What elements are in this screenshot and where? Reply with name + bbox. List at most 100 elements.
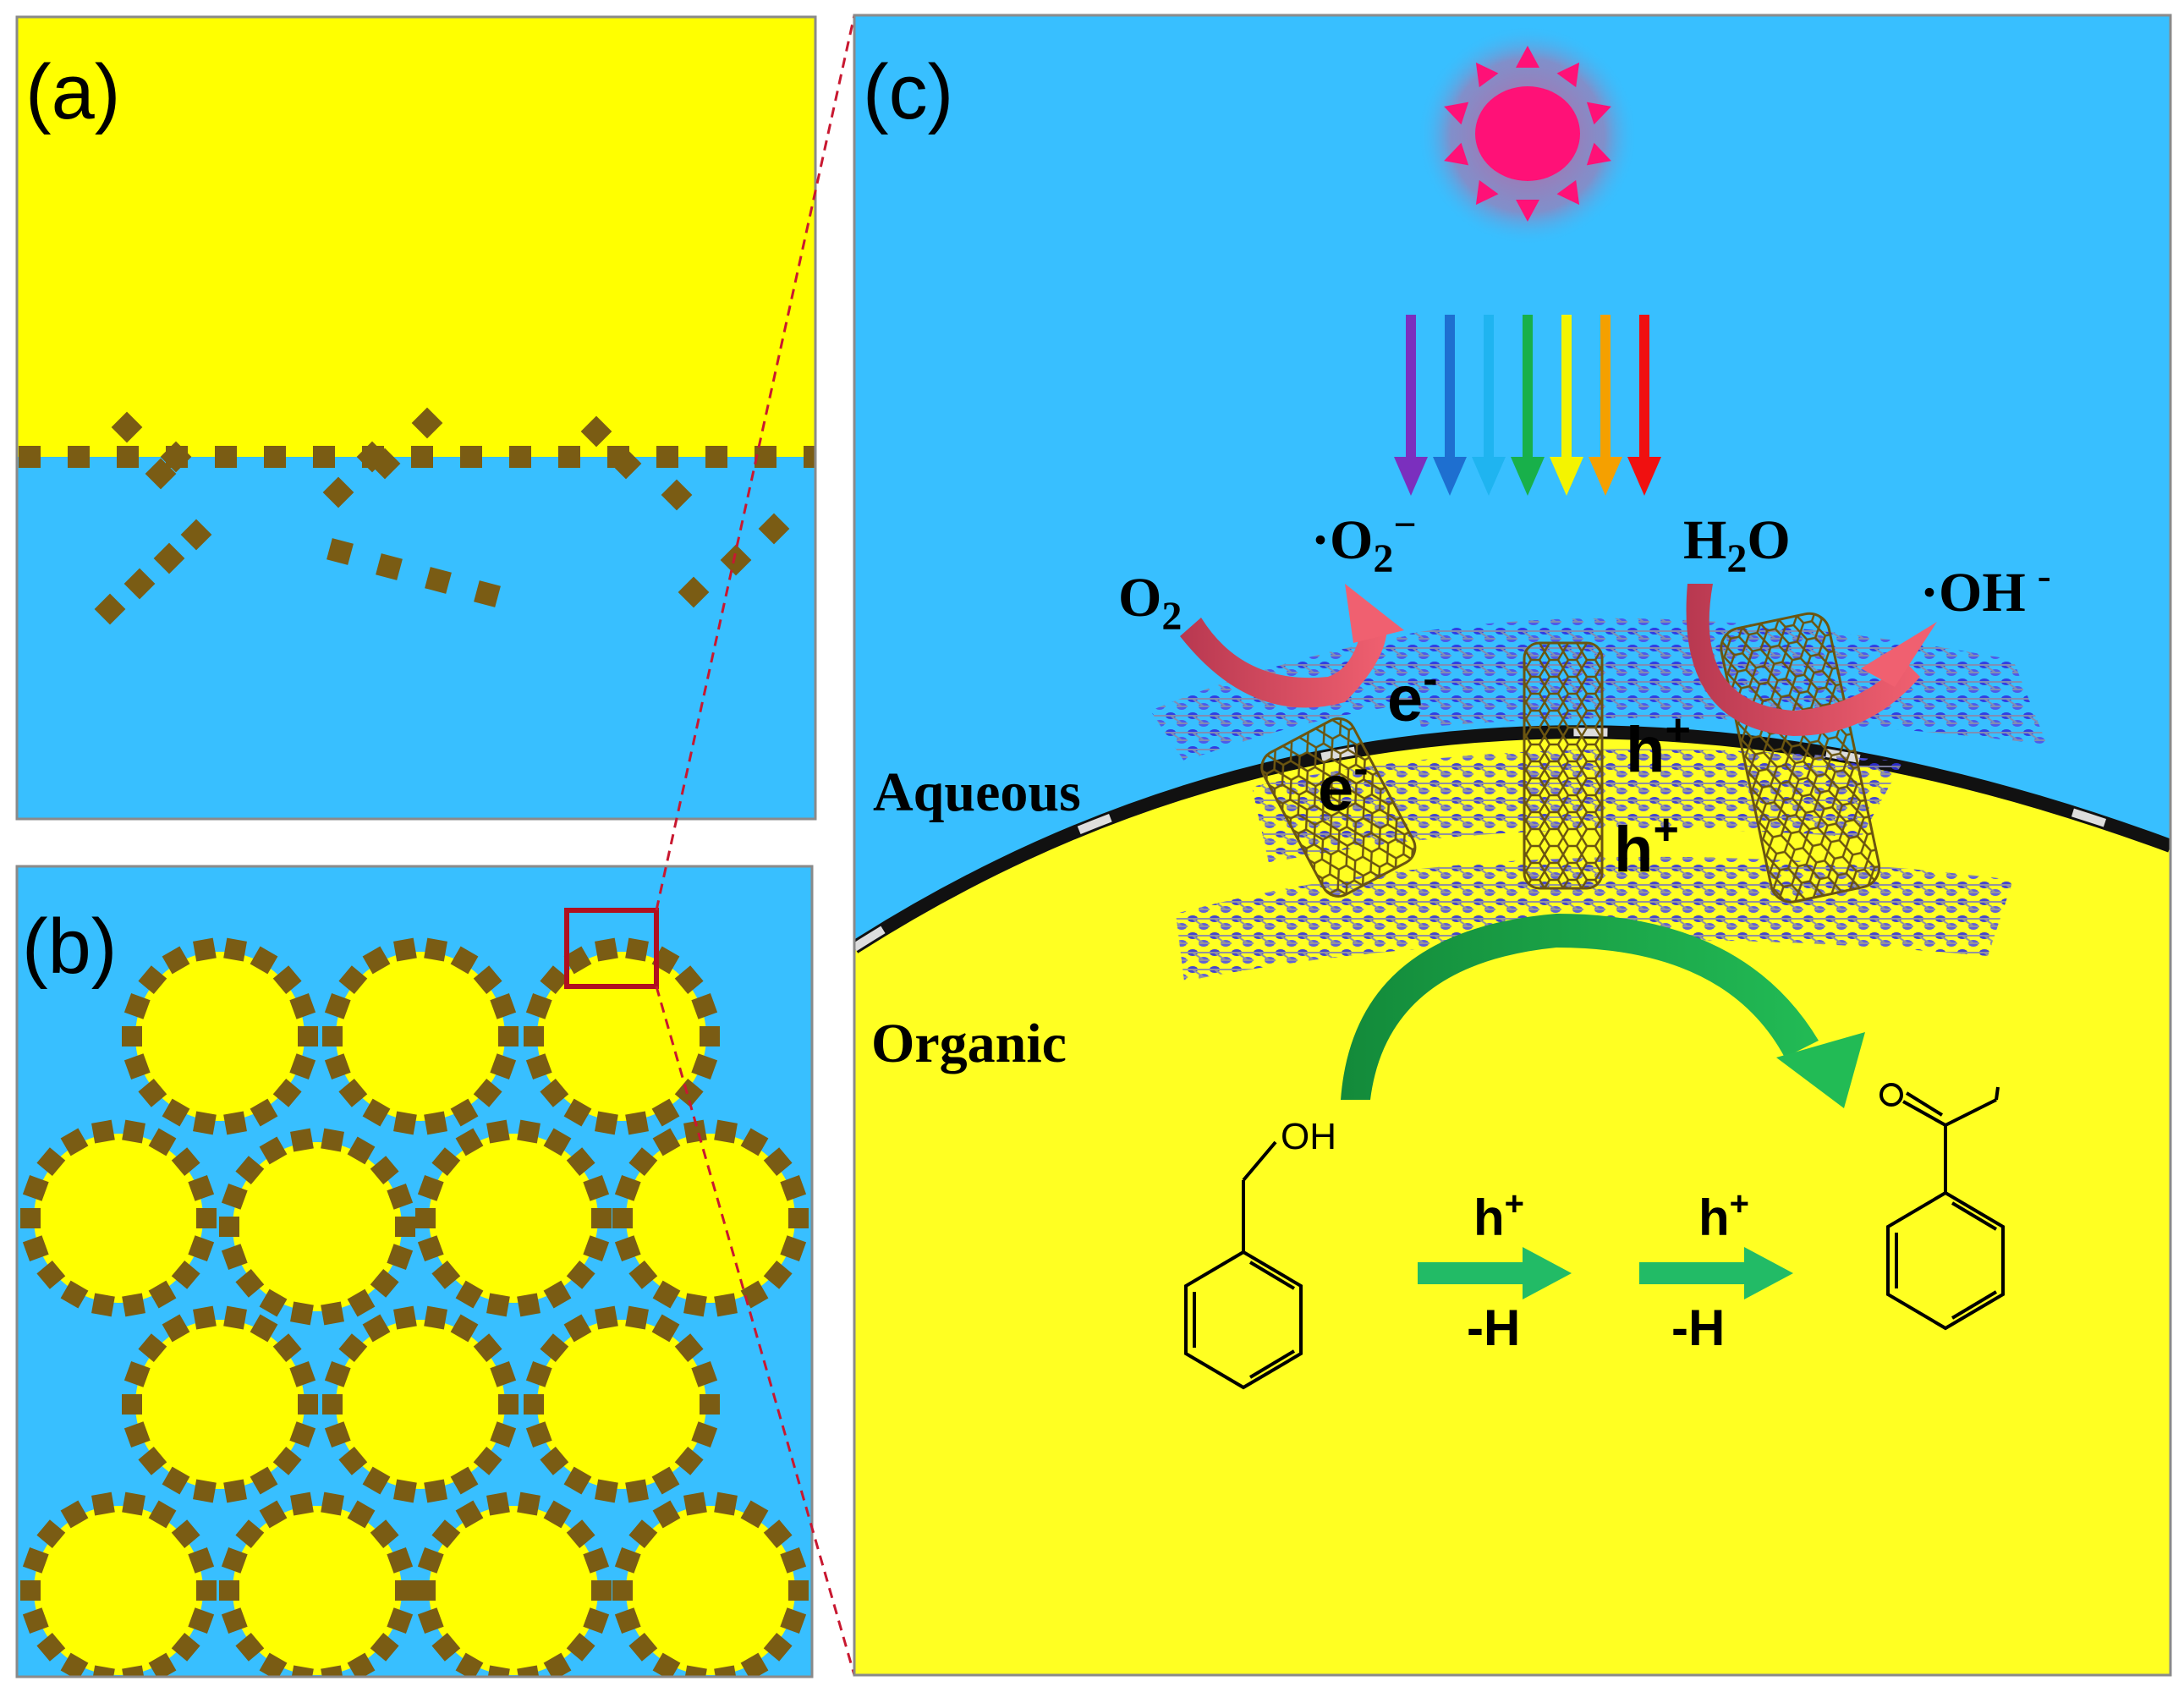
shell-particle — [431, 1632, 461, 1662]
shell-particle — [36, 1632, 66, 1662]
hydroxyl-group-label: OH — [1281, 1116, 1336, 1157]
shell-particle — [614, 1235, 641, 1261]
shell-particle — [272, 1446, 302, 1475]
shell-particle — [290, 1665, 314, 1677]
shell-particle — [272, 1078, 302, 1107]
shell-particle — [188, 1547, 215, 1574]
zoom-line-top — [655, 14, 856, 911]
shell-particle — [193, 1479, 217, 1503]
interface-particle — [411, 407, 443, 439]
oil-droplet — [336, 1320, 505, 1489]
oil-droplet — [626, 1506, 795, 1675]
shell-particle — [36, 1260, 66, 1289]
panel-a — [17, 17, 815, 819]
spectrum-arrow — [1589, 315, 1622, 496]
shell-particle — [473, 1446, 502, 1475]
shell-particle — [525, 1421, 552, 1448]
shell-particle — [138, 1078, 167, 1107]
shell-particle — [583, 1607, 610, 1634]
interface-particle — [313, 446, 335, 468]
shell-particle — [652, 1128, 681, 1156]
sun-ray — [1586, 142, 1611, 166]
shell-particle — [417, 1607, 444, 1634]
sun-ray — [1556, 179, 1580, 206]
shell-particle — [322, 1394, 343, 1415]
shell-particle — [424, 1111, 447, 1135]
shell-particle — [91, 1665, 115, 1677]
shell-particle — [223, 1479, 247, 1503]
interface-particle — [369, 448, 401, 480]
oil-droplet — [537, 1320, 706, 1489]
shell-particle — [347, 1652, 376, 1677]
pickering-droplets — [20, 937, 809, 1677]
shell-particle — [714, 1665, 738, 1677]
oil-droplet — [34, 1506, 203, 1675]
shell-particle — [395, 1580, 415, 1601]
shell-particle — [490, 1053, 517, 1079]
interface-particle — [755, 446, 776, 468]
shell-particle — [763, 1260, 793, 1289]
shell-particle — [272, 1333, 302, 1363]
water-label: H2O — [1683, 509, 1791, 581]
shell-particle — [455, 1280, 484, 1309]
step-2-hole-label: h+ — [1698, 1185, 1749, 1246]
shell-particle — [763, 1519, 793, 1549]
shell-particle — [123, 1421, 151, 1448]
sun-ray — [1516, 46, 1539, 68]
shell-particle — [235, 1632, 265, 1662]
shell-particle — [188, 1175, 215, 1201]
oil-droplet — [626, 1134, 795, 1303]
step-arrow-2 — [1639, 1247, 1793, 1299]
spectrum-arrow — [1394, 315, 1428, 496]
shell-particle — [298, 1394, 318, 1415]
shell-particle — [583, 1547, 610, 1574]
shell-particle — [740, 1500, 769, 1529]
interface-particle — [460, 446, 482, 468]
shell-particle — [674, 1333, 704, 1363]
oil-droplet — [429, 1506, 598, 1675]
dispersed-particle — [327, 538, 354, 565]
shell-particle — [362, 1466, 391, 1495]
superoxide-label: ·O2− — [1311, 503, 1417, 581]
shell-particle — [387, 1607, 414, 1634]
shell-particle — [321, 1301, 344, 1326]
shell-particle — [473, 1333, 502, 1363]
shell-particle — [566, 1519, 595, 1549]
shell-particle — [223, 1305, 247, 1330]
shell-particle — [221, 1244, 248, 1270]
shell-particle — [362, 1098, 391, 1127]
shell-particle — [625, 1479, 649, 1503]
shell-particle — [387, 1184, 414, 1210]
shell-particle — [691, 1421, 718, 1448]
droplet-interface — [854, 725, 2170, 953]
shell-particle — [338, 1446, 368, 1475]
shell-particle — [370, 1632, 399, 1662]
shell-particle — [486, 1491, 510, 1516]
shell-particle — [517, 1119, 541, 1144]
shell-particle — [36, 1519, 66, 1549]
shell-particle — [652, 1652, 681, 1677]
interface-particle — [322, 476, 354, 508]
nanotube-graphic — [1260, 612, 1881, 904]
shell-particle — [431, 1519, 461, 1549]
shell-particle — [122, 1293, 145, 1317]
shell-particle — [221, 1607, 248, 1634]
shell-particle — [290, 1301, 314, 1326]
panel-b-border — [15, 865, 814, 1678]
panel-c-label: (c) — [863, 49, 953, 135]
shell-particle — [60, 1652, 89, 1677]
electron-label-1: e- — [1387, 655, 1438, 735]
hole-label-2: h+ — [1614, 805, 1679, 886]
shell-particle — [338, 1333, 368, 1363]
oil-droplet — [336, 952, 505, 1121]
shell-particle — [259, 1288, 288, 1317]
oil-phase-region — [17, 17, 815, 457]
shell-particle — [652, 1500, 681, 1529]
dispersed-particle — [180, 519, 212, 551]
shell-particle — [347, 1136, 376, 1165]
dispersed-particle — [153, 542, 185, 574]
dispersed-particle — [376, 553, 403, 580]
shell-particle — [780, 1235, 807, 1261]
sun-ray — [1556, 62, 1580, 88]
shell-particle — [91, 1119, 115, 1144]
